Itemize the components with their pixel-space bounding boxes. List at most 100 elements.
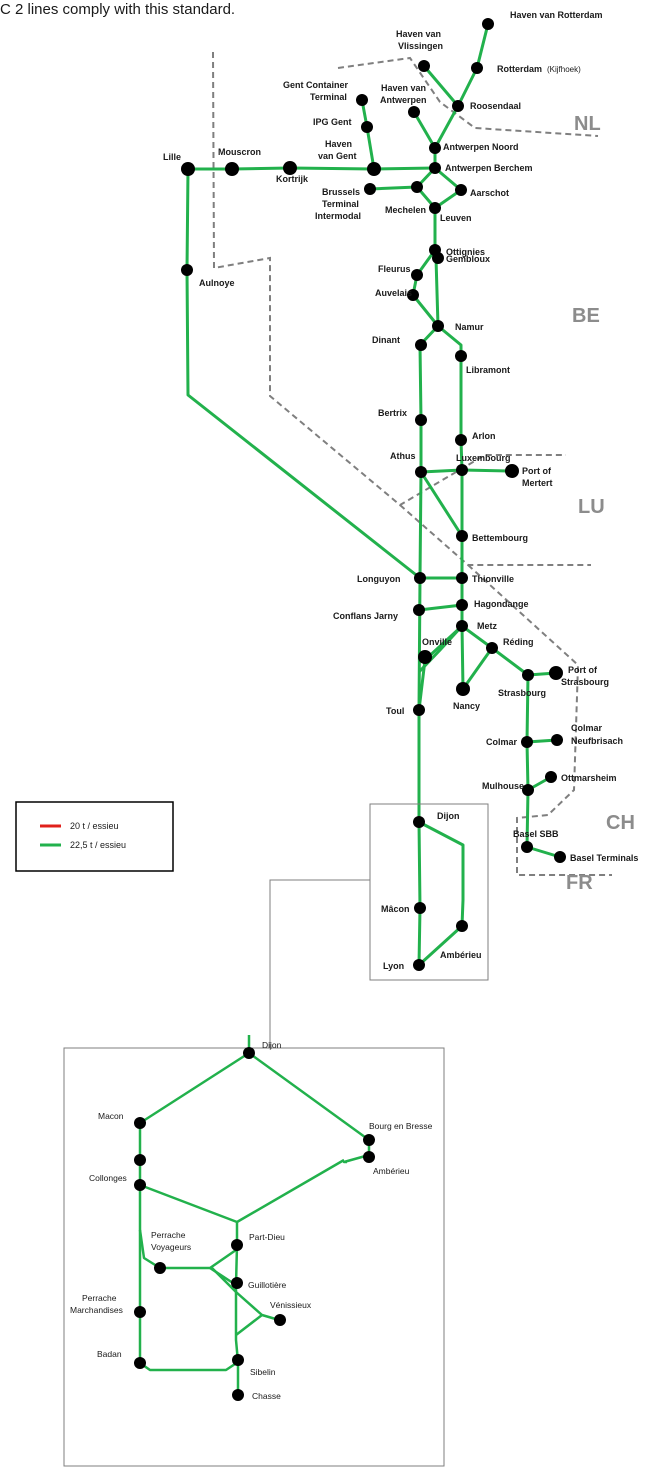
station-dot [522,669,534,681]
inset-label-venissieux: Vénissieux [270,1300,312,1310]
inset-label-badan: Badan [97,1349,122,1359]
label-mouscron: Mouscron [218,147,261,157]
station-dot [505,464,519,478]
label-luxembourg: Luxembourg [456,453,511,463]
inset-station-dot [232,1354,244,1366]
station-dot [413,959,425,971]
station-dot [486,642,498,654]
station-dot [545,771,557,783]
station-dot [456,464,468,476]
station-dot [452,100,464,112]
label-longuyon: Longuyon [357,574,401,584]
label-thionville: Thionville [472,574,514,584]
label-haven-gent-2: van Gent [318,151,357,161]
inset-station-dot [134,1357,146,1369]
country-label-ch: CH [606,812,635,834]
inset-station-dot [274,1314,286,1326]
country-labels: NL BE LU CH FR [566,113,635,894]
station-dot [407,289,419,301]
label-hagondange: Hagondange [474,599,529,609]
station-dot [411,269,423,281]
label-gent-container-1: Gent Container [283,80,349,90]
border-be-fr-lu [212,51,566,507]
inset-station-dot [134,1154,146,1166]
inset-stations [134,1047,375,1401]
inset-label-perrache-voyageurs-2: Voyageurs [151,1242,191,1252]
zoom-connector [269,879,370,1048]
label-haven-gent-1: Haven [325,139,352,149]
station-dot [283,161,297,175]
label-ottignies: Ottignies [446,247,485,257]
label-strasbourg: Strasbourg [498,688,546,698]
country-label-nl: NL [574,113,601,135]
station-dot [414,572,426,584]
label-macon: Mâcon [381,904,410,914]
label-colmar: Colmar [486,737,518,747]
label-gent-container-2: Terminal [310,92,347,102]
inset-station-dot [134,1306,146,1318]
label-lyon: Lyon [383,961,404,971]
inset-station-dot [134,1117,146,1129]
station-dot [521,736,533,748]
station-dot [411,181,423,193]
label-colmar-neuf-1: Colmar [571,723,603,733]
legend-box [15,801,174,872]
station-dot [522,784,534,796]
country-label-be: BE [572,305,600,327]
station-dot [225,162,239,176]
inset-label-perrache-march-2: Marchandises [70,1305,123,1315]
label-amberieu: Ambérieu [440,950,482,960]
station-dot [551,734,563,746]
station-dot [482,18,494,30]
inset-station-dot [134,1179,146,1191]
inset-station-dot [231,1277,243,1289]
inset-label-collonges: Collonges [89,1173,127,1183]
station-dot [415,466,427,478]
station-dot [181,162,195,176]
label-aulnoye: Aulnoye [199,278,235,288]
label-ottmarsheim: Ottmarsheim [561,773,617,783]
label-basel-sbb: Basel SBB [513,829,559,839]
inset-label-perrache-march-1: Perrache [82,1293,117,1303]
country-label-fr: FR [566,872,593,894]
label-colmar-neuf-2: Neufbrisach [571,736,623,746]
label-toul: Toul [386,706,404,716]
zoom-box [369,803,489,981]
station-dot [429,162,441,174]
station-dot [181,264,193,276]
zoom-indicator [269,803,489,1048]
station-dot [456,572,468,584]
station-dot [456,599,468,611]
label-haven-antwerpen-2: Antwerpen [380,95,427,105]
label-fleurus: Fleurus [378,264,411,274]
inset-station-dot [243,1047,255,1059]
station-dot [429,142,441,154]
label-lille: Lille [163,152,181,162]
station-dot [356,94,368,106]
label-port-strasbourg-1: Port of [568,665,598,675]
legend-label-20t: 20 t / essieu [70,821,119,831]
label-auvelais: Auvelais [375,288,412,298]
station-labels: Haven van Rotterdam Haven van Vlissingen… [163,10,638,971]
label-dijon: Dijon [437,811,460,821]
label-bertrix: Bertrix [378,408,407,418]
country-borders [212,51,612,876]
station-dot [418,650,432,664]
inset-station-dot [231,1239,243,1251]
label-ipg-gent: IPG Gent [313,117,352,127]
inset-label-dijon: Dijon [262,1040,282,1050]
label-port-mertert-1: Port of [522,466,552,476]
label-gembloux: Gembloux [446,254,490,264]
inset-station-dot [154,1262,166,1274]
inset-map: Dijon Macon Bourg en Bresse Collonges Am… [63,1035,445,1467]
inset-label-macon: Macon [98,1111,124,1121]
header-text-fragment: C 2 lines comply with this standard. [0,1,235,18]
inset-label-part-dieu: Part-Dieu [249,1232,285,1242]
border-nl-be [337,56,599,137]
station-dot [471,62,483,74]
station-dot [415,339,427,351]
label-brussels-3: Intermodal [315,211,361,221]
station-dot [415,414,427,426]
label-onville: Onville [422,637,452,647]
